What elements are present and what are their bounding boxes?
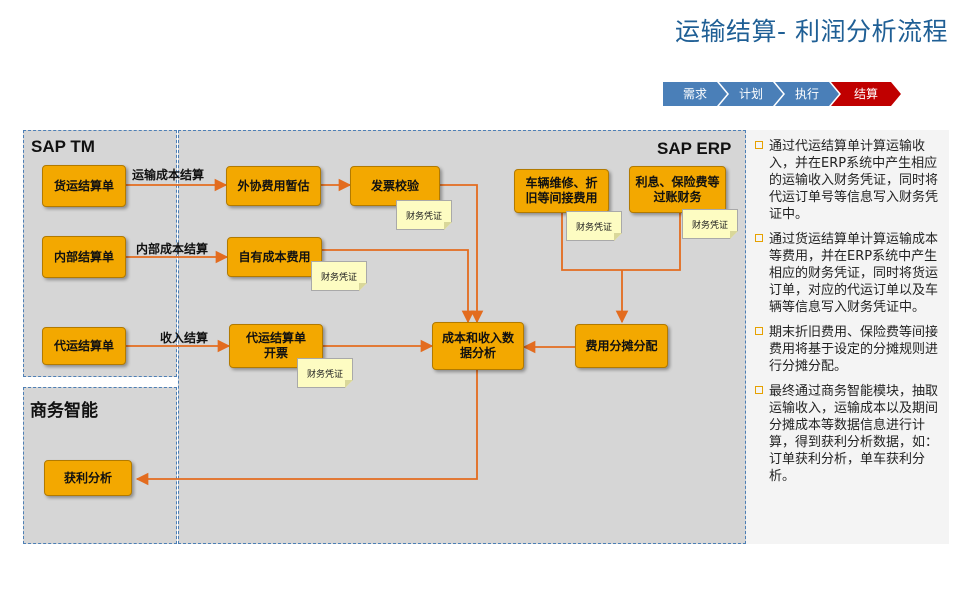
arrow-invoice-to-analysis — [440, 184, 484, 324]
note-voucher-vehicle: 财务凭证 — [566, 211, 622, 241]
arrow-analysis-to-profit — [135, 370, 478, 486]
panel-label-bi: 商务智能 — [30, 401, 98, 420]
note-voucher-agent: 财务凭证 — [297, 358, 353, 388]
process-steps: 需求 计划 执行 结算 — [663, 82, 903, 106]
square-bullet-icon — [755, 141, 763, 149]
step-demand: 需求 — [663, 82, 727, 106]
box-own-cost: 自有成本费用 — [227, 237, 322, 277]
box-agent-settlement: 代运结算单 — [42, 327, 126, 365]
note-voucher-invoice: 财务凭证 — [396, 200, 452, 230]
page-title: 运输结算- 利润分析流程 — [675, 17, 948, 46]
note-voucher-owncost: 财务凭证 — [311, 261, 367, 291]
square-bullet-icon — [755, 327, 763, 335]
edge-label-internal-cost: 内部成本结算 — [136, 242, 209, 256]
box-cost-revenue-analysis: 成本和收入数 据分析 — [432, 322, 524, 370]
description-panel: 通过代运结算单计算运输收入，并在ERP系统中产生相应的运输收入财务凭证，同时将代… — [746, 130, 949, 544]
box-vehicle-repair: 车辆维修、折 旧等间接费用 — [514, 169, 609, 213]
arrow-costs-to-allocation — [561, 212, 681, 322]
box-interest-insurance: 利息、保险费等 过账财务 — [629, 166, 726, 213]
panel-label-sap-erp: SAP ERP — [657, 139, 732, 158]
description-item: 通过代运结算单计算运输收入，并在ERP系统中产生相应的运输收入财务凭证，同时将代… — [752, 138, 943, 223]
box-freight-settlement: 货运结算单 — [42, 165, 126, 207]
step-plan: 计划 — [719, 82, 783, 106]
step-execute: 执行 — [775, 82, 839, 106]
description-item: 通过货运结算单计算运输成本等费用，并在ERP系统中产生相应的财务凭证，同时将货运… — [752, 231, 943, 316]
box-profit-analysis: 获利分析 — [44, 460, 132, 496]
description-item: 最终通过商务智能模块，抽取运输收入，运输成本以及期间分摊成本等数据信息进行计算，… — [752, 383, 943, 485]
box-cost-allocation: 费用分摊分配 — [575, 324, 668, 368]
square-bullet-icon — [755, 386, 763, 394]
box-internal-settlement: 内部结算单 — [42, 236, 126, 278]
note-voucher-interest: 财务凭证 — [682, 209, 738, 239]
edge-label-transport-cost: 运输成本结算 — [132, 168, 205, 182]
step-settlement: 结算 — [831, 82, 901, 106]
description-item: 期末折旧费用、保险费等间接费用将基于设定的分摊规则进行分摊分配。 — [752, 324, 943, 375]
box-outsourcing-estimate: 外协费用暂估 — [226, 166, 321, 206]
box-invoice-verification: 发票校验 — [350, 166, 440, 206]
arrow-owncost-to-analysis — [322, 249, 475, 324]
square-bullet-icon — [755, 234, 763, 242]
panel-label-sap-tm: SAP TM — [31, 137, 95, 156]
edge-label-revenue: 收入结算 — [160, 331, 209, 345]
